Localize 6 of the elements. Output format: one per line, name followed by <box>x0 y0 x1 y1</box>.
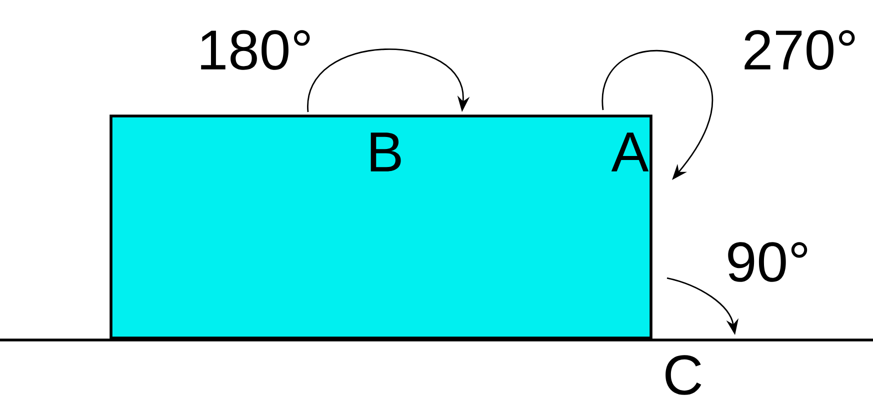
point-label: B <box>370 132 401 172</box>
point-label: C <box>666 355 702 395</box>
angle-label: 180° <box>201 30 310 70</box>
angle-label: 90° <box>728 242 808 282</box>
angle-label: 270° <box>744 30 855 70</box>
point-label: A <box>611 132 649 172</box>
